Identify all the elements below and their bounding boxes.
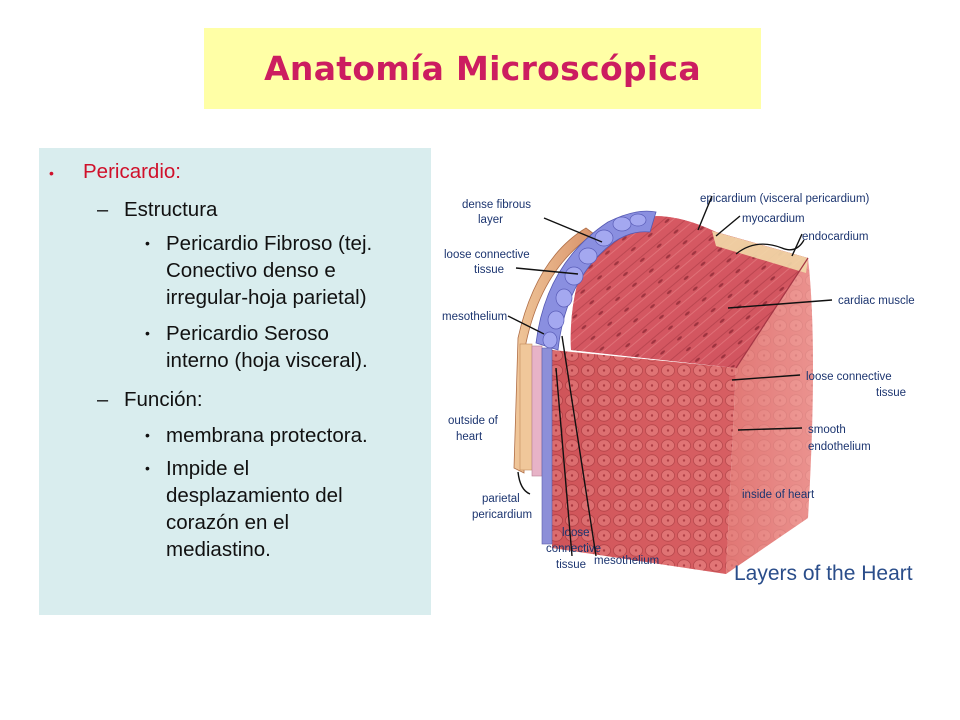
label-loose-connective-right: loose connective bbox=[806, 371, 892, 383]
label-parietal-pericardium: parietal bbox=[482, 493, 520, 505]
label-dense-fibrous-2: layer bbox=[478, 214, 503, 226]
bullet-dot: • bbox=[145, 427, 150, 443]
figure-caption: Layers of the Heart bbox=[734, 562, 913, 585]
label-cardiac-muscle: cardiac muscle bbox=[838, 295, 915, 307]
bullet-dot: • bbox=[49, 165, 54, 181]
label-dense-fibrous: dense fibrous bbox=[462, 199, 531, 211]
heart-layers-illustration: dense fibrous layer loose connective tis… bbox=[442, 193, 915, 585]
structure-item-line: irregular-hoja parietal) bbox=[166, 286, 367, 309]
function-item-line: mediastino. bbox=[166, 538, 271, 561]
function-item-line: membrana protectora. bbox=[166, 424, 368, 447]
label-loose-connective-bottom: loose bbox=[562, 527, 590, 539]
function-item-line: corazón en el bbox=[166, 511, 290, 534]
bullet-dot: • bbox=[145, 235, 150, 251]
dash-marker: – bbox=[97, 389, 109, 411]
label-inside-heart: inside of heart bbox=[742, 489, 815, 501]
label-mesothelium-left: mesothelium bbox=[442, 311, 507, 323]
structure-label: Estructura bbox=[124, 198, 218, 221]
heading-pericardio: Pericardio: bbox=[83, 160, 181, 183]
parietal-pericardium-layer bbox=[513, 227, 595, 474]
function-label: Función: bbox=[124, 388, 203, 411]
structure-item-line: Pericardio Fibroso (tej. bbox=[166, 232, 373, 255]
label-outside-heart-2: heart bbox=[456, 431, 483, 443]
label-myocardium: myocardium bbox=[742, 213, 805, 225]
label-smooth-endothelium: smooth bbox=[808, 424, 846, 436]
figure-labels: dense fibrous layer loose connective tis… bbox=[442, 193, 915, 571]
structure-item-line: Conectivo denso e bbox=[166, 259, 336, 282]
content-panel: • Pericardio: – Estructura • Pericardio … bbox=[39, 148, 431, 615]
function-item-line: Impide el bbox=[166, 457, 250, 480]
label-loose-connective-bottom-2: connective bbox=[546, 543, 601, 555]
slide-title: Anatomía Microscópica bbox=[264, 49, 701, 88]
function-item-line: desplazamiento del bbox=[166, 484, 343, 507]
label-epicardium: epicardium (visceral pericardium) bbox=[700, 193, 870, 205]
label-loose-connective-left-2: tissue bbox=[474, 264, 504, 276]
label-loose-connective-left: loose connective bbox=[444, 249, 530, 261]
label-parietal-pericardium-2: pericardium bbox=[472, 509, 532, 521]
structure-item-line: interno (hoja visceral). bbox=[166, 349, 368, 372]
label-smooth-endothelium-2: endothelium bbox=[808, 441, 871, 453]
bullet-dot: • bbox=[145, 325, 150, 341]
label-endocardium: endocardium bbox=[802, 231, 868, 243]
heart-layers-figure: dense fibrous layer loose connective tis… bbox=[436, 168, 936, 588]
label-loose-connective-bottom-3: tissue bbox=[556, 559, 586, 571]
dash-marker: – bbox=[97, 199, 109, 221]
label-loose-connective-right-2: tissue bbox=[876, 387, 906, 399]
title-banner: Anatomía Microscópica bbox=[204, 28, 761, 109]
structure-item-line: Pericardio Seroso bbox=[166, 322, 329, 345]
bullet-dot: • bbox=[145, 460, 150, 476]
label-outside-heart: outside of bbox=[448, 415, 499, 427]
label-mesothelium-bottom: mesothelium bbox=[594, 555, 659, 567]
leader-lines bbox=[507, 195, 833, 557]
